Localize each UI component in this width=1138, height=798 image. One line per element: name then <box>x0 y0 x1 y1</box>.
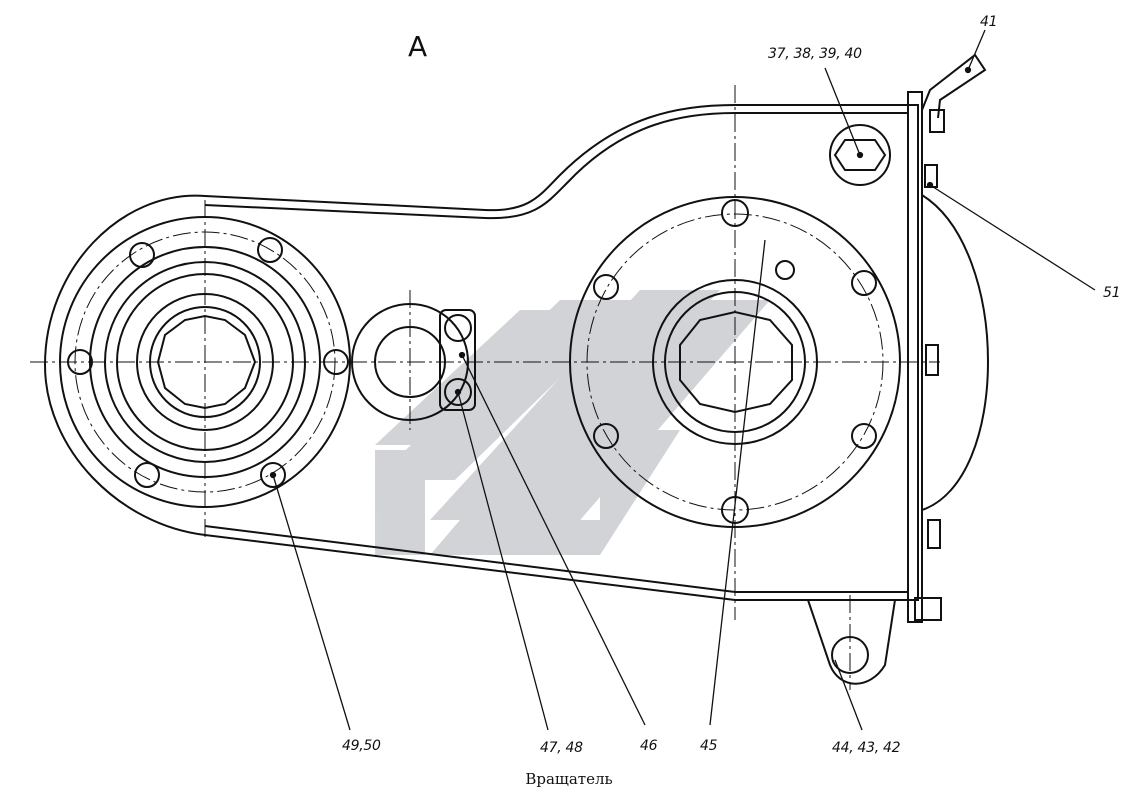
callout-51: 51 <box>1103 285 1121 301</box>
leader-lines <box>269 29 1096 731</box>
top-fitting-hex <box>833 139 887 171</box>
bottom-lug <box>807 599 896 685</box>
callout-47-48: 47, 48 <box>540 740 583 756</box>
right-spline-bore <box>679 310 793 414</box>
top-fitting-ring <box>829 124 891 186</box>
top-lever <box>921 53 987 119</box>
view-letter: А <box>408 30 428 63</box>
housing-inner-outline <box>204 112 909 593</box>
clamp-block <box>439 309 476 411</box>
edge-bolt-top <box>929 109 945 133</box>
callout-41: 41 <box>980 14 998 30</box>
callout-37-40: 37, 38, 39, 40 <box>768 46 862 62</box>
callout-45: 45 <box>700 738 718 754</box>
figure-caption: Вращатель <box>525 770 613 788</box>
right-cover-arc <box>921 194 989 511</box>
housing-outline <box>43 104 919 601</box>
callout-46: 46 <box>640 738 658 754</box>
callout-44-43-42: 44, 43, 42 <box>832 740 901 756</box>
edge-bolt-bottom <box>914 597 942 621</box>
callout-49-50: 49,50 <box>342 738 381 754</box>
right-flange <box>907 91 923 623</box>
edge-bolt-lower <box>927 519 941 549</box>
edge-bolt-middle <box>925 344 939 376</box>
